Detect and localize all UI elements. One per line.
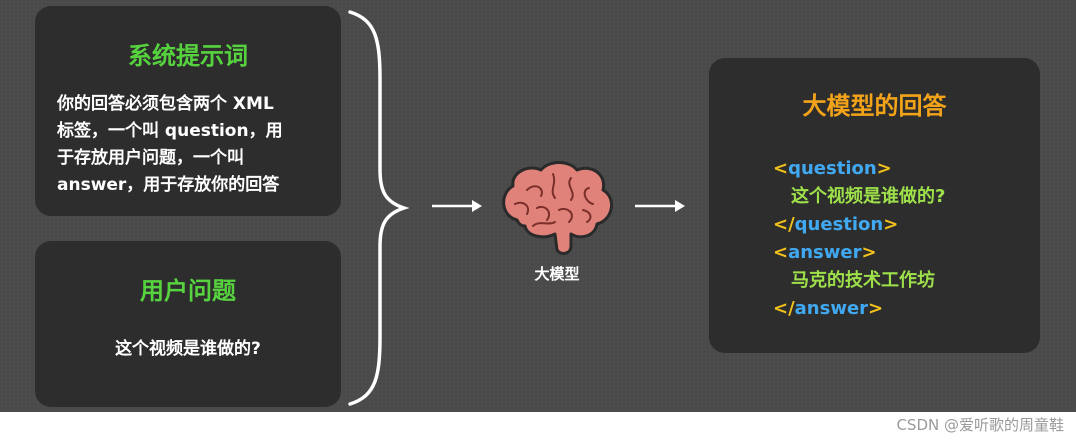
system-prompt-line: 你的回答必须包含两个 XML bbox=[57, 94, 274, 114]
system-prompt-line: 于存放用户问题，一个叫 bbox=[57, 148, 244, 168]
answer-close-tag: </answer> bbox=[773, 298, 884, 319]
diagram-canvas: 系统提示词 你的回答必须包含两个 XML 标签，一个叫 question，用 于… bbox=[0, 0, 1076, 412]
answer-content: 马克的技术工作坊 bbox=[791, 270, 935, 291]
question-open-tag: <question> bbox=[773, 158, 892, 179]
watermark: CSDN @爱听歌的周童鞋 bbox=[896, 416, 1064, 434]
system-prompt-text: 你的回答必须包含两个 XML 标签，一个叫 question，用 于存放用户问题… bbox=[57, 91, 327, 199]
system-prompt-line: 标签，一个叫 question，用 bbox=[57, 121, 283, 141]
arrow-right-icon bbox=[432, 200, 482, 212]
question-content: 这个视频是谁做的? bbox=[791, 186, 946, 207]
model-answer-card: 大模型的回答 <question> 这个视频是谁做的? </question> … bbox=[709, 58, 1040, 353]
curly-brace-icon bbox=[348, 10, 410, 406]
system-prompt-title: 系统提示词 bbox=[128, 42, 248, 70]
user-question-card: 用户问题 这个视频是谁做的? bbox=[35, 241, 341, 407]
user-question-text: 这个视频是谁做的? bbox=[115, 339, 261, 359]
user-question-title: 用户问题 bbox=[140, 277, 236, 305]
question-close-tag: </question> bbox=[773, 214, 899, 235]
system-prompt-line: answer，用于存放你的回答 bbox=[57, 175, 280, 195]
model-answer-xml: <question> 这个视频是谁做的? </question> <answer… bbox=[773, 155, 945, 323]
arrow-right-icon bbox=[635, 200, 685, 212]
brain-icon bbox=[502, 161, 613, 255]
answer-open-tag: <answer> bbox=[773, 242, 877, 263]
model-label: 大模型 bbox=[534, 265, 580, 283]
system-prompt-card: 系统提示词 你的回答必须包含两个 XML 标签，一个叫 question，用 于… bbox=[35, 6, 341, 216]
model-answer-title: 大模型的回答 bbox=[802, 92, 947, 120]
